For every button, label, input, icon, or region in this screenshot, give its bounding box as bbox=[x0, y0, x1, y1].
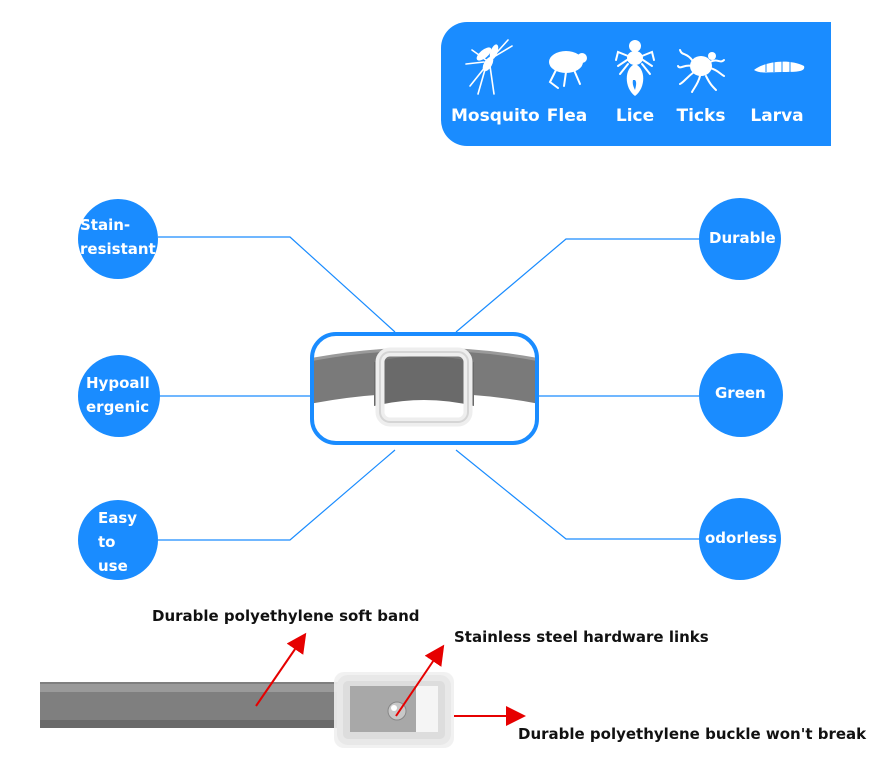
pest-label-flea: Flea bbox=[546, 106, 588, 126]
larva-icon bbox=[754, 61, 805, 73]
feature-green: Green bbox=[699, 353, 783, 437]
connector-stain-resistant bbox=[158, 236, 396, 333]
feature-label-durable: Durable bbox=[709, 229, 776, 247]
band-buckle-closeup bbox=[314, 347, 535, 427]
connector-easy-to-use bbox=[158, 449, 396, 541]
lice-icon bbox=[615, 40, 655, 96]
tick-icon bbox=[677, 49, 725, 93]
feature-label-hypoallergenic: Hypoall ergenic bbox=[86, 374, 150, 416]
pest-flea: Flea bbox=[529, 22, 605, 146]
feature-label-green: Green bbox=[715, 384, 766, 402]
feature-odorless: odorless bbox=[699, 498, 781, 580]
feature-label-stain-resistant: Stain- resistant bbox=[80, 216, 156, 258]
connector-odorless bbox=[455, 449, 699, 540]
pest-banner: Mosquito Flea Lice bbox=[441, 22, 831, 146]
band-buckle-photo bbox=[40, 672, 454, 748]
feature-stain-resistant: Stain- resistant bbox=[78, 199, 158, 279]
callout-soft-band: Durable polyethylene soft band bbox=[152, 607, 420, 625]
callout-buckle: Durable polyethylene buckle won't break bbox=[518, 725, 867, 743]
pest-label-mosquito: Mosquito bbox=[451, 106, 540, 126]
mosquito-icon bbox=[465, 39, 513, 95]
flea-icon bbox=[548, 51, 587, 89]
pest-mosquito: Mosquito bbox=[451, 22, 540, 146]
arrow-hardware-links bbox=[395, 644, 445, 717]
feature-easy-to-use: Easy to use bbox=[78, 500, 158, 580]
connector-durable bbox=[455, 238, 699, 333]
arrow-soft-band bbox=[255, 632, 307, 707]
feature-label-odorless: odorless bbox=[705, 529, 777, 547]
feature-durable: Durable bbox=[699, 198, 781, 280]
pest-label-ticks: Ticks bbox=[676, 106, 726, 126]
center-band-image bbox=[310, 332, 539, 445]
callout-hardware-links: Stainless steel hardware links bbox=[454, 628, 709, 646]
pest-ticks: Ticks bbox=[663, 22, 739, 146]
pest-label-larva: Larva bbox=[750, 106, 804, 126]
pest-label-lice: Lice bbox=[615, 106, 655, 126]
feature-hypoallergenic: Hypoall ergenic bbox=[78, 355, 160, 437]
feature-label-easy-to-use: Easy to use bbox=[98, 509, 138, 575]
pest-lice: Lice bbox=[597, 22, 673, 146]
pest-larva: Larva bbox=[739, 22, 815, 146]
